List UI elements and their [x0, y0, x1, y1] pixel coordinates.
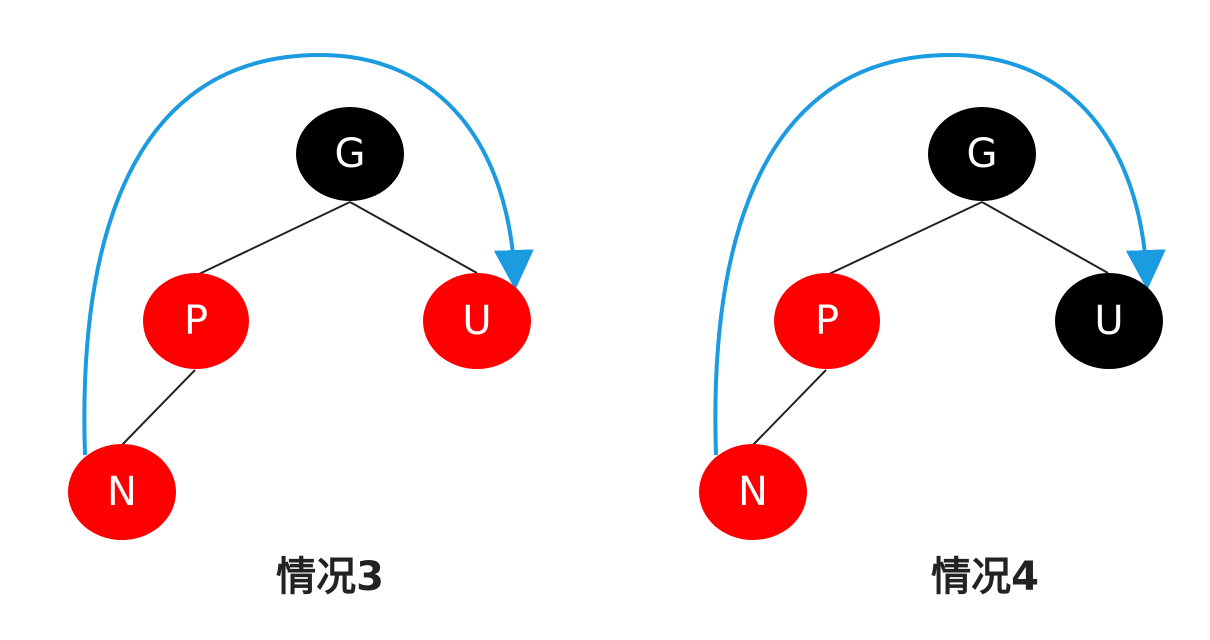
node-g-circle: [296, 107, 404, 201]
arrow-n-to-u: [82, 52, 534, 456]
diagram-case-3: G P U N 情况3: [68, 52, 534, 600]
node-g: G: [296, 107, 404, 201]
node-n-circle: [68, 444, 176, 540]
edge-g-u: [981, 201, 1109, 274]
edge-p-n: [752, 369, 827, 446]
node-n-label: N: [738, 469, 768, 515]
node-u-label: U: [1094, 298, 1123, 344]
node-u-label: U: [462, 298, 491, 344]
node-g-label: G: [967, 131, 998, 177]
node-n-circle: [699, 444, 807, 540]
arrow-n-to-u: [713, 52, 1166, 456]
edge-g-p: [196, 201, 351, 276]
caption-case-3: 情况3: [276, 554, 384, 600]
node-p-circle: [143, 273, 249, 369]
node-g-circle: [928, 107, 1036, 201]
node-n: N: [699, 444, 807, 540]
node-g: G: [928, 107, 1036, 201]
caption-case-4: 情况4: [931, 554, 1039, 600]
node-u-circle: [423, 273, 531, 369]
diagram-case-4: G P U N 情况4: [699, 52, 1166, 600]
node-u: U: [423, 273, 531, 369]
node-n: N: [68, 444, 176, 540]
edge-p-n: [121, 369, 196, 446]
edge-g-p: [826, 201, 983, 276]
node-p-circle: [774, 273, 880, 369]
node-u: U: [1055, 273, 1163, 369]
node-g-label: G: [335, 131, 366, 177]
node-p-label: P: [815, 298, 839, 344]
node-p: P: [774, 273, 880, 369]
node-p-label: P: [184, 298, 208, 344]
node-p: P: [143, 273, 249, 369]
node-n-label: N: [107, 469, 137, 515]
node-u-circle: [1055, 273, 1163, 369]
edge-g-u: [349, 201, 478, 274]
